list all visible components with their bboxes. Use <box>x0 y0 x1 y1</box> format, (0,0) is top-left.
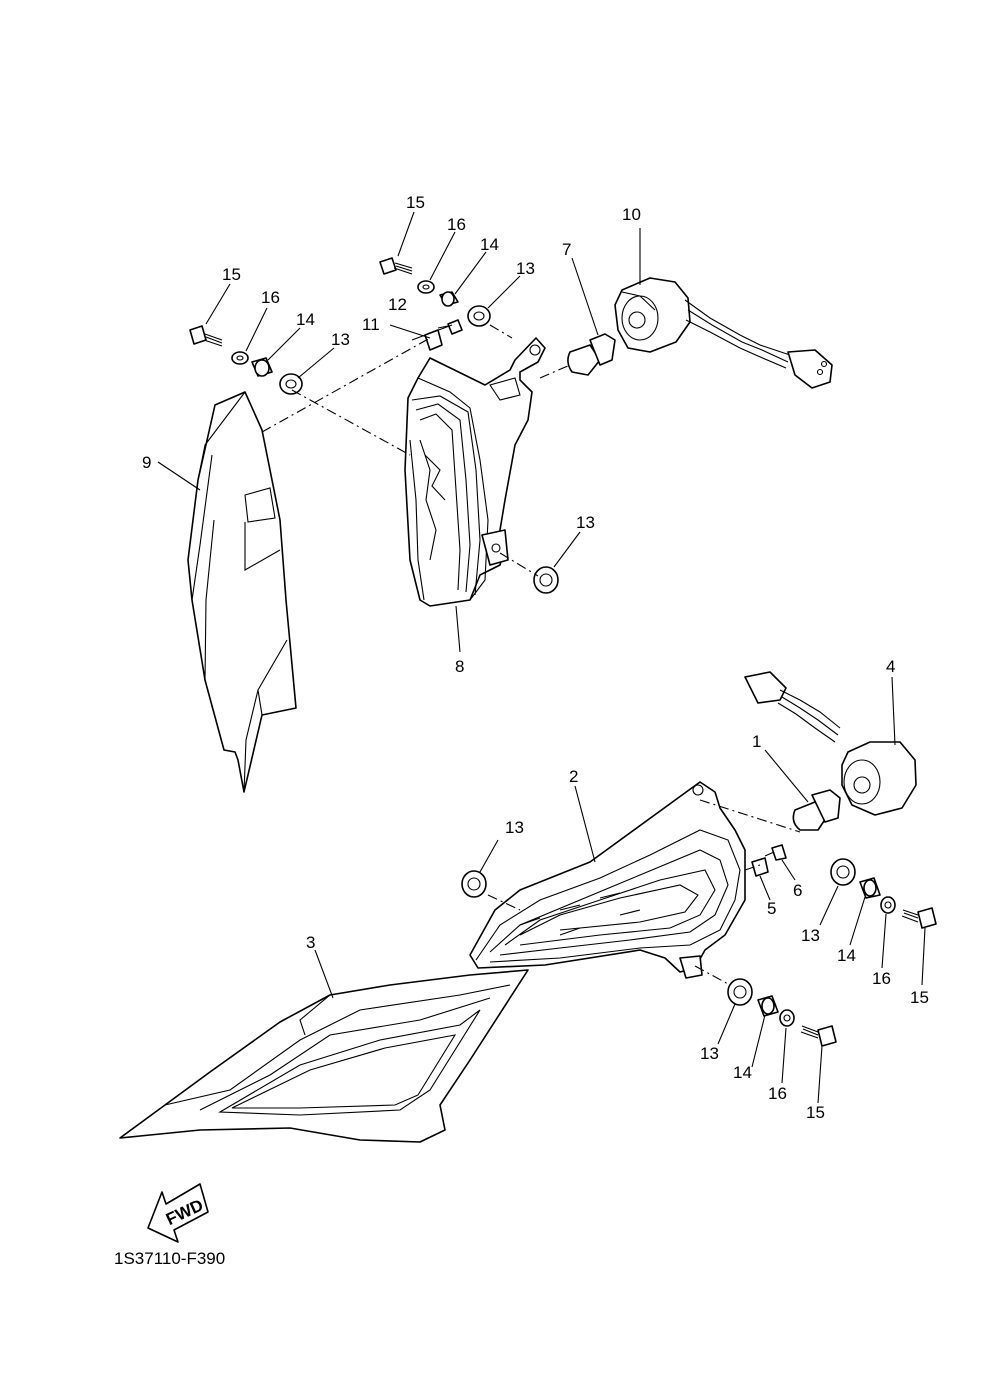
part-10-socket-harness <box>614 277 833 389</box>
grommet-upper-rear <box>533 566 559 594</box>
part-3-cover <box>119 969 529 1143</box>
part-9-cover <box>187 391 297 793</box>
callout-14: 14 <box>837 946 856 965</box>
assembly-line <box>744 864 761 871</box>
part-8-turn-signal-lamp <box>404 337 546 607</box>
leader-lines <box>157 211 926 1104</box>
assembly-line <box>291 389 411 456</box>
hardware-lower-d <box>727 978 837 1047</box>
callout-15: 15 <box>222 265 241 284</box>
callout-12: 12 <box>388 295 407 314</box>
callout-13: 13 <box>801 926 820 945</box>
parts-5-6-clip-screw <box>751 844 787 877</box>
part-4-socket-harness <box>744 671 917 816</box>
callout-16: 16 <box>872 969 891 988</box>
callout-11: 11 <box>362 315 380 334</box>
callout-15: 15 <box>910 988 929 1007</box>
assembly-line <box>487 894 521 911</box>
callout-6: 6 <box>793 881 802 900</box>
assembly-line <box>699 799 801 833</box>
callout-16: 16 <box>447 215 466 234</box>
assembly-line <box>261 337 431 433</box>
callout-numbers: 15 16 14 13 10 7 15 16 14 13 12 11 9 13 … <box>142 193 929 1122</box>
assembly-line <box>539 364 571 379</box>
callout-8: 8 <box>455 657 464 676</box>
callout-13: 13 <box>700 1044 719 1063</box>
callout-16: 16 <box>768 1084 787 1103</box>
callout-14: 14 <box>480 235 499 254</box>
hardware-upper-b <box>189 325 303 395</box>
callout-1: 1 <box>752 732 761 751</box>
hardware-upper-a <box>379 257 491 327</box>
callout-3: 3 <box>306 933 315 952</box>
callout-15: 15 <box>406 193 425 212</box>
part-1-bulb <box>792 789 841 831</box>
callout-13: 13 <box>576 513 595 532</box>
assembly-line <box>499 552 539 577</box>
parts-11-12-clip-screw <box>424 319 463 351</box>
assembly-line <box>694 965 731 986</box>
callout-13: 13 <box>331 330 350 349</box>
callout-2: 2 <box>569 767 578 786</box>
callout-5: 5 <box>767 899 776 918</box>
callout-14: 14 <box>296 310 315 329</box>
grommet-lower-left <box>461 870 487 898</box>
assembly-line <box>489 324 513 339</box>
reference-code: 1S37110-F390 <box>114 1249 225 1268</box>
callout-10: 10 <box>622 205 641 224</box>
part-7-bulb <box>567 333 616 376</box>
callout-4: 4 <box>886 657 895 676</box>
callout-7: 7 <box>562 240 571 259</box>
callout-15: 15 <box>806 1103 825 1122</box>
fwd-arrow-icon: FWD <box>147 1183 209 1243</box>
hardware-lower-c <box>830 858 937 929</box>
callout-14: 14 <box>733 1063 752 1082</box>
callout-9: 9 <box>142 453 151 472</box>
callout-13: 13 <box>516 259 535 278</box>
part-2-turn-signal-lamp <box>469 781 746 979</box>
callout-16: 16 <box>261 288 280 307</box>
callout-13: 13 <box>505 818 524 837</box>
